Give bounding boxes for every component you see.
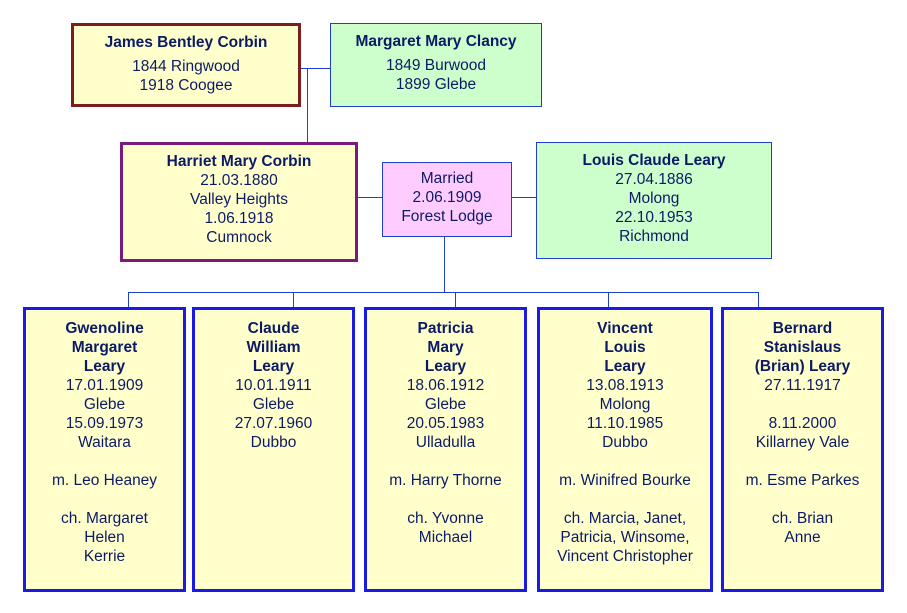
child-name: Gwenoline xyxy=(65,320,144,337)
child-name: Leary xyxy=(424,358,467,375)
connector-child-0 xyxy=(128,292,129,307)
connector-children-bar xyxy=(128,292,759,293)
connector-harriet-married xyxy=(358,197,382,198)
child-detail: Dubbo xyxy=(250,434,297,451)
child-kids: ch. Margaret xyxy=(60,510,148,527)
child-name: Claude xyxy=(247,320,300,337)
child-kids: Michael xyxy=(418,529,473,546)
child-detail: Waitara xyxy=(78,434,131,451)
child-kids: ch. Yvonne xyxy=(407,510,484,527)
connector-parents xyxy=(301,68,330,69)
child-detail: Glebe xyxy=(252,396,295,413)
child-kids: Vincent Christopher xyxy=(557,548,693,565)
child-name: Vincent xyxy=(597,320,653,337)
child-box: Bernard Stanislaus (Brian) Leary 27.11.1… xyxy=(721,307,884,592)
child-box: Vincent Louis Leary 13.08.1913 Molong 11… xyxy=(537,307,713,592)
child-name: Patricia xyxy=(417,320,474,337)
person-detail: 27.04.1886 xyxy=(615,171,693,188)
child-spouse: m. Winifred Bourke xyxy=(559,472,691,489)
marriage-date: 2.06.1909 xyxy=(412,189,482,206)
child-detail: Killarney Vale xyxy=(755,434,850,451)
child-detail: 8.11.2000 xyxy=(768,415,837,432)
connector-child-3 xyxy=(608,292,609,307)
child-kids: Kerrie xyxy=(83,548,126,565)
marriage-box: Married 2.06.1909 Forest Lodge xyxy=(382,162,512,237)
child-detail: 18.06.1912 xyxy=(406,377,485,394)
person-detail: 21.03.1880 xyxy=(200,172,278,189)
person-detail: 1.06.1918 xyxy=(204,210,274,227)
child-detail: Dubbo xyxy=(602,434,648,451)
child-box: Patricia Mary Leary 18.06.1912 Glebe 20.… xyxy=(364,307,527,592)
connector-parents-down xyxy=(307,68,308,142)
child-kids: Helen xyxy=(84,529,125,546)
person-james-bentley-corbin: James Bentley Corbin 1844 Ringwood 1918 … xyxy=(71,23,301,107)
child-detail: 13.08.1913 xyxy=(586,377,664,394)
marriage-label: Married xyxy=(420,170,474,187)
connector-married-down xyxy=(444,237,445,293)
child-name: William xyxy=(246,339,301,356)
child-detail: 10.01.1911 xyxy=(235,377,312,394)
connector-child-2 xyxy=(455,292,456,307)
person-detail: Richmond xyxy=(619,228,689,245)
child-detail: Ulladulla xyxy=(415,434,476,451)
child-name: Bernard xyxy=(772,320,833,337)
child-kids: ch. Marcia, Janet, xyxy=(563,510,687,527)
child-name: Stanislaus xyxy=(763,339,842,356)
person-detail: 22.10.1953 xyxy=(615,209,693,226)
person-harriet-mary-corbin: Harriet Mary Corbin 21.03.1880 Valley He… xyxy=(120,142,358,262)
person-margaret-mary-clancy: Margaret Mary Clancy 1849 Burwood 1899 G… xyxy=(330,23,542,107)
child-detail: 20.05.1983 xyxy=(406,415,485,432)
person-detail: Cumnock xyxy=(206,229,272,246)
person-birth: 1849 Burwood xyxy=(386,57,486,74)
person-name: James Bentley Corbin xyxy=(104,34,268,51)
connector-child-1 xyxy=(293,292,294,307)
child-name: Louis xyxy=(604,339,646,356)
child-name: (Brian) Leary xyxy=(754,358,851,375)
child-box: Claude William Leary 10.01.1911 Glebe 27… xyxy=(192,307,355,592)
child-detail: 15.09.1973 xyxy=(65,415,144,432)
child-spouse: m. Esme Parkes xyxy=(745,472,860,489)
child-box: Gwenoline Margaret Leary 17.01.1909 Gleb… xyxy=(23,307,186,592)
child-detail: Glebe xyxy=(83,396,126,413)
child-detail: 17.01.1909 xyxy=(65,377,144,394)
marriage-place: Forest Lodge xyxy=(401,208,493,225)
connector-child-4 xyxy=(758,292,759,307)
connector-married-louis xyxy=(512,197,536,198)
child-spouse: m. Harry Thorne xyxy=(389,472,502,489)
person-name: Margaret Mary Clancy xyxy=(355,33,517,50)
person-birth: 1844 Ringwood xyxy=(132,58,240,75)
child-kids: Anne xyxy=(784,529,821,546)
child-detail: Molong xyxy=(599,396,651,413)
child-name: Leary xyxy=(252,358,295,375)
child-spouse: m. Leo Heaney xyxy=(51,472,158,489)
person-name: Louis Claude Leary xyxy=(582,152,726,169)
person-detail: Valley Heights xyxy=(190,191,288,208)
child-detail: 27.11.1917 xyxy=(764,377,841,394)
person-louis-claude-leary: Louis Claude Leary 27.04.1886 Molong 22.… xyxy=(536,142,772,259)
person-name: Harriet Mary Corbin xyxy=(166,153,312,170)
child-name: Mary xyxy=(427,339,464,356)
person-death: 1899 Glebe xyxy=(395,76,477,93)
child-detail: 27.07.1960 xyxy=(234,415,313,432)
child-detail: 11.10.1985 xyxy=(586,415,664,432)
person-death: 1918 Coogee xyxy=(139,77,233,94)
child-kids: ch. Brian xyxy=(771,510,834,527)
child-name: Margaret xyxy=(71,339,138,356)
child-name: Leary xyxy=(604,358,646,375)
person-detail: Molong xyxy=(628,190,680,207)
child-kids: Patricia, Winsome, xyxy=(560,529,690,546)
child-detail: Glebe xyxy=(424,396,467,413)
child-name: Leary xyxy=(83,358,126,375)
